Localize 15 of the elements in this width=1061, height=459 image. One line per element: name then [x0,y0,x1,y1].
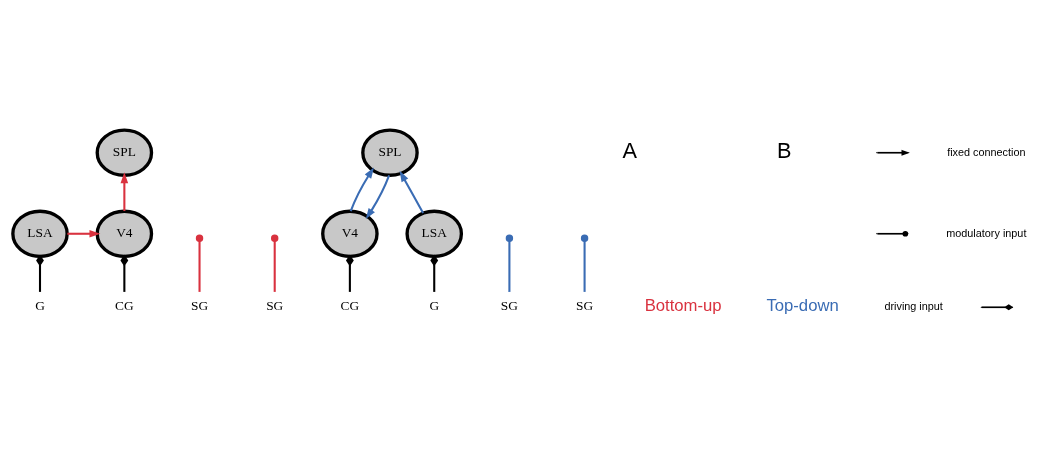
label: B [776,137,792,163]
node-text: CG [115,297,134,313]
label: A [622,137,637,163]
node-text: SG [266,297,284,313]
node-text: SG [190,297,209,313]
node-text: SG [576,297,594,313]
node-text: G [35,297,45,313]
legend-label: modulatory input [946,226,1027,239]
label: Bottom-up [644,295,722,315]
node-text: SG [500,297,518,313]
node-text: G [429,297,440,313]
label: Top-down [766,295,839,315]
legend-label: driving input [884,299,943,312]
legend-label: fixed connection [947,145,1026,158]
node-text: CG [340,297,360,313]
